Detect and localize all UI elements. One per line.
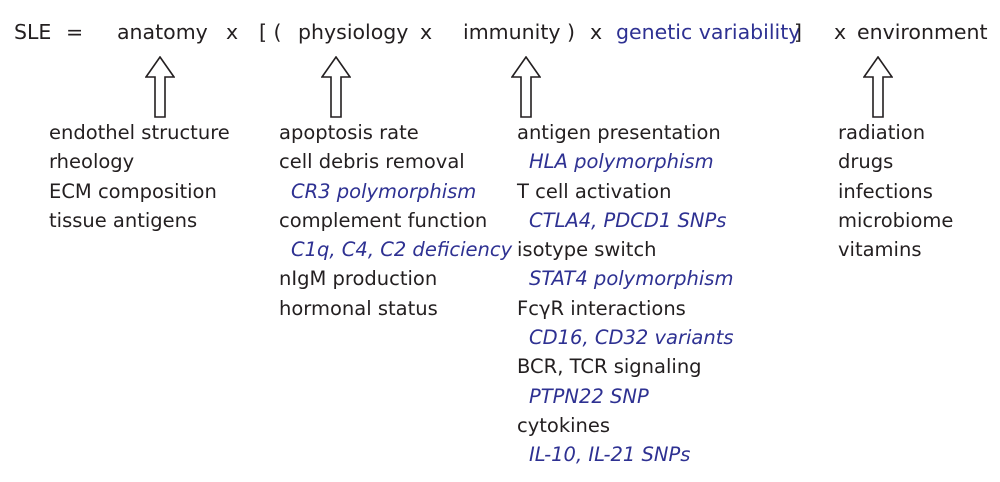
up-arrow-icon [321,56,351,118]
immunity-item: T cell activation [517,179,672,203]
environment-item: drugs [838,150,894,174]
environment-column: radiation drugs infections microbiome vi… [838,118,953,264]
genetic-variant: HLA polymorphism [529,150,714,174]
physiology-item: hormonal status [279,296,438,320]
immunity-column: antigen presentation HLA polymorphism T … [517,118,734,470]
environment-item: infections [838,179,933,203]
equation-lhs: SLE [14,20,52,44]
term-physiology: physiology [298,20,409,44]
environment-item: radiation [838,121,926,144]
bracket-open: [ ( [259,20,282,44]
immunity-item: BCR, TCR signaling [517,355,702,379]
term-environment: environment [857,20,988,44]
genetic-variant: IL-10, IL-21 SNPs [529,443,691,467]
physiology-item: nIgM production [279,267,438,291]
environment-item: microbiome [838,208,954,232]
paren-close: ) [567,20,575,44]
genetic-variant: CTLA4, PDCD1 SNPs [529,208,727,232]
equals-sign: = [66,20,84,44]
physiology-column: apoptosis rate cell debris removal CR3 p… [279,118,512,323]
genetic-variant: STAT4 polymorphism [529,267,734,291]
genetic-variant: PTPN22 SNP [529,384,649,408]
anatomy-item: tissue antigens [49,208,198,232]
immunity-item: isotype switch [517,238,657,262]
genetic-variant: C1q, C4, C2 deficiency [291,238,513,262]
physiology-item: apoptosis rate [279,121,419,144]
times-sign: x [226,20,239,44]
bracket-close: ] [794,20,802,44]
up-arrow-icon [145,56,175,118]
anatomy-item: endothel structure [49,121,230,144]
environment-item: vitamins [838,238,922,262]
immunity-item: FcγR interactions [517,296,686,320]
times-sign: x [834,20,847,44]
term-genetic-variability: genetic variability [616,20,801,44]
times-sign: x [590,20,603,44]
term-immunity: immunity [463,20,561,44]
term-anatomy: anatomy [117,20,208,44]
times-sign: x [420,20,433,44]
anatomy-item: ECM composition [49,179,217,203]
genetic-variant: CR3 polymorphism [291,179,477,203]
immunity-item: antigen presentation [517,121,721,144]
anatomy-item: rheology [49,150,135,174]
anatomy-column: endothel structure rheology ECM composit… [49,118,230,235]
physiology-item: complement function [279,208,488,232]
physiology-item: cell debris removal [279,150,465,174]
immunity-item: cytokines [517,413,611,437]
up-arrow-icon [863,56,893,118]
up-arrow-icon [511,56,541,118]
genetic-variant: CD16, CD32 variants [529,326,734,350]
